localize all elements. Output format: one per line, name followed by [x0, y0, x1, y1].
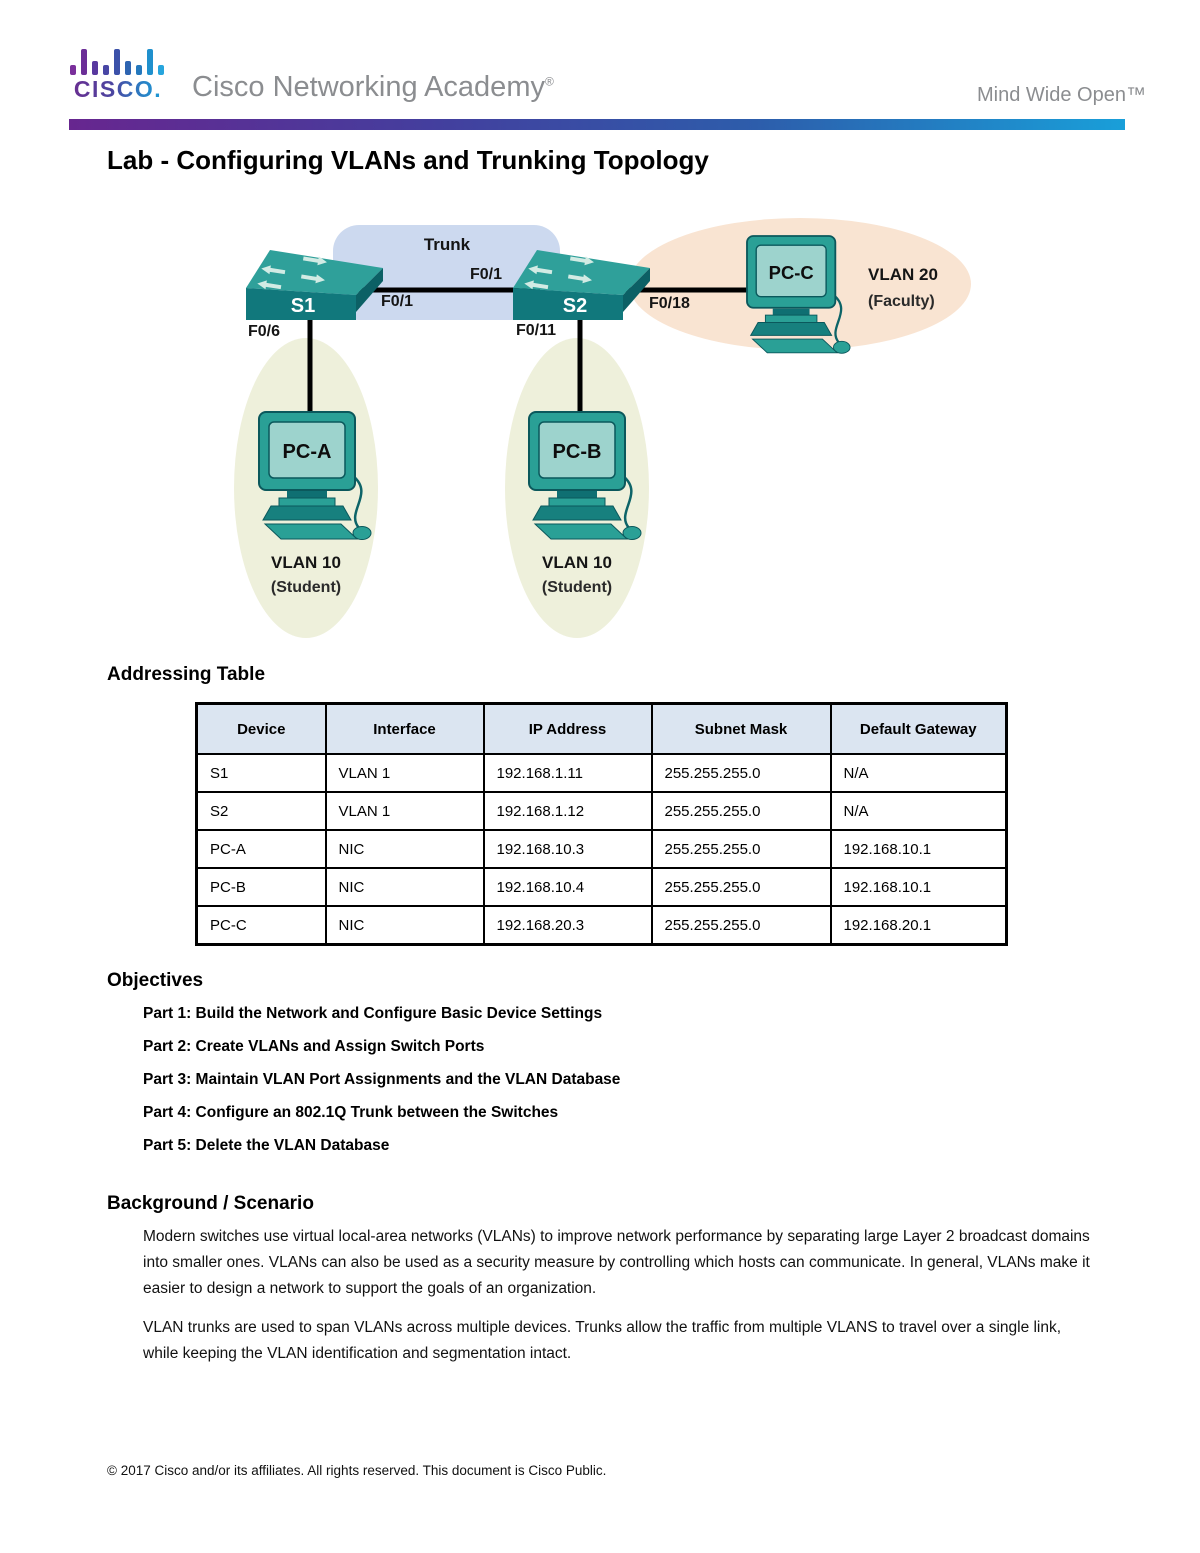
cisco-bridge-icon: [70, 49, 164, 75]
vlan-b-line1: VLAN 10: [542, 553, 612, 572]
footer-copyright: © 2017 Cisco and/or its affiliates. All …: [107, 1463, 607, 1478]
table-header-row: Device Interface IP Address Subnet Mask …: [195, 702, 1008, 755]
objective-item: Part 5: Delete the VLAN Database: [143, 1137, 390, 1154]
table-cell: 192.168.1.12: [482, 791, 653, 831]
column-header: Interface: [324, 702, 485, 755]
tagline: Mind Wide Open™: [977, 84, 1146, 106]
column-header: Device: [195, 702, 327, 755]
switch-s1-icon: S1: [246, 250, 383, 320]
table-cell: S1: [195, 753, 327, 793]
port-s2-pcc: F0/18: [649, 295, 690, 312]
vlan-a-line1: VLAN 10: [271, 553, 341, 572]
brand-text: Cisco Networking Academy: [192, 71, 545, 103]
column-header: Subnet Mask: [650, 702, 832, 755]
table-cell: 255.255.255.0: [650, 791, 832, 831]
table-cell: 192.168.10.4: [482, 867, 653, 907]
addressing-table-heading: Addressing Table: [107, 664, 266, 685]
vlan-c-line1: VLAN 20: [868, 265, 938, 284]
table-cell: VLAN 1: [324, 791, 485, 831]
port-s2-trunk: F0/1: [470, 266, 502, 283]
page-title: Lab - Configuring VLANs and Trunking Top…: [107, 145, 709, 175]
addressing-table: Device Interface IP Address Subnet Mask …: [195, 702, 1008, 946]
objective-item: Part 3: Maintain VLAN Port Assignments a…: [143, 1071, 621, 1088]
table-row: PC-C NIC 192.168.20.3 255.255.255.0 192.…: [195, 905, 1008, 946]
pc-b-icon: PC-B: [528, 411, 642, 540]
pc-b-label: PC-B: [553, 441, 602, 463]
table-cell: 192.168.20.1: [829, 905, 1008, 946]
table-cell: NIC: [324, 829, 485, 869]
accent-bar: [69, 119, 1125, 130]
vlan-a-line2: (Student): [271, 579, 341, 596]
vlan-b-line2: (Student): [542, 579, 612, 596]
table-cell: 255.255.255.0: [650, 867, 832, 907]
background-paragraphs: Modern switches use virtual local-area n…: [143, 1224, 1093, 1380]
table-cell: 192.168.10.1: [829, 829, 1008, 869]
table-cell: PC-A: [195, 829, 327, 869]
vlan-c-line2: (Faculty): [868, 293, 935, 310]
background-paragraph: VLAN trunks are used to span VLANs acros…: [143, 1319, 1062, 1362]
registered-mark: ®: [544, 74, 554, 89]
port-s2-pcb: F0/11: [516, 322, 556, 339]
pc-c-label: PC-C: [769, 262, 814, 283]
background-paragraph: Modern switches use virtual local-area n…: [143, 1228, 1090, 1297]
objective-item: Part 1: Build the Network and Configure …: [143, 1005, 603, 1022]
table-cell: NIC: [324, 867, 485, 907]
switch-s2-label: S2: [563, 295, 587, 317]
table-cell: PC-C: [195, 905, 327, 946]
switch-s1-label: S1: [291, 295, 315, 317]
table-cell: 192.168.1.11: [482, 753, 653, 793]
table-cell: N/A: [829, 753, 1008, 793]
cisco-wordmark: CISCO.: [70, 78, 166, 101]
table-cell: PC-B: [195, 867, 327, 907]
table-cell: 255.255.255.0: [650, 829, 832, 869]
table-cell: 255.255.255.0: [650, 905, 832, 946]
table-row: PC-A NIC 192.168.10.3 255.255.255.0 192.…: [195, 829, 1008, 869]
cisco-logo: CISCO.: [70, 45, 166, 101]
pc-a-label: PC-A: [283, 441, 332, 463]
table-cell: NIC: [324, 905, 485, 946]
table-cell: 192.168.10.3: [482, 829, 653, 869]
switch-s2-icon: S2: [513, 250, 650, 320]
pc-a-icon: PC-A: [258, 411, 372, 540]
pc-c-icon: PC-C: [746, 235, 851, 354]
objectives-heading: Objectives: [107, 970, 204, 991]
table-row: PC-B NIC 192.168.10.4 255.255.255.0 192.…: [195, 867, 1008, 907]
port-s1-pca: F0/6: [248, 323, 280, 340]
table-cell: N/A: [829, 791, 1008, 831]
column-header: Default Gateway: [829, 702, 1008, 755]
column-header: IP Address: [482, 702, 653, 755]
trunk-highlight-box: [333, 225, 560, 320]
background-heading: Background / Scenario: [107, 1193, 314, 1214]
brand-title: Cisco Networking Academy®: [192, 71, 554, 104]
table-row: S2 VLAN 1 192.168.1.12 255.255.255.0 N/A: [195, 791, 1008, 831]
table-cell: 255.255.255.0: [650, 753, 832, 793]
table-cell: S2: [195, 791, 327, 831]
trunk-label: Trunk: [424, 235, 471, 254]
objective-item: Part 2: Create VLANs and Assign Switch P…: [143, 1038, 485, 1055]
table-cell: VLAN 1: [324, 753, 485, 793]
table-cell: 192.168.20.3: [482, 905, 653, 946]
objectives-list: Part 1: Build the Network and Configure …: [143, 1005, 620, 1170]
table-cell: 192.168.10.1: [829, 867, 1008, 907]
objective-item: Part 4: Configure an 802.1Q Trunk betwee…: [143, 1104, 559, 1121]
topology-diagram: S1 S2 PC-A: [234, 218, 971, 638]
port-s1-trunk: F0/1: [381, 293, 413, 310]
table-row: S1 VLAN 1 192.168.1.11 255.255.255.0 N/A: [195, 753, 1008, 793]
